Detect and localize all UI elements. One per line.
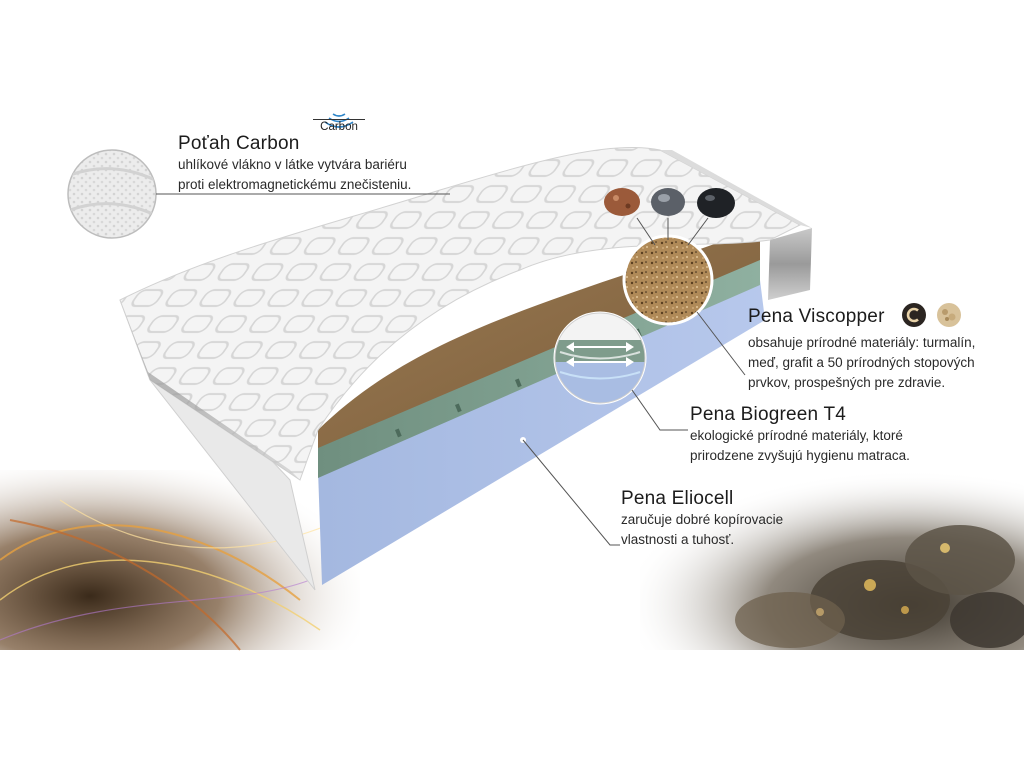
carbon-logo-text: Carbon	[313, 119, 365, 133]
viscopper-line: meď, grafit a 50 prírodných stopových	[748, 355, 975, 370]
viscopper-description: obsahuje prírodné materiály: turmalín, m…	[748, 333, 1023, 393]
eliocell-label: Pena Eliocell zaručuje dobré kopírovacie…	[621, 488, 881, 550]
mineral-rocks-background	[640, 470, 1024, 650]
viscopper-title: Pena Viscopper	[748, 305, 885, 327]
carbon-cover-description: uhlíkové vlákno v látke vytvára bariéru …	[178, 155, 468, 195]
biogreen-label: Pena Biogreen T4 ekologické prírodné mat…	[690, 404, 990, 466]
eliocell-leader	[520, 437, 620, 546]
eliocell-layer	[318, 280, 765, 585]
biogreen-line: prirodzene zvyšujú hygienu matraca.	[690, 448, 910, 463]
biogreen-line: ekologické prírodné materiály, ktoré	[690, 428, 903, 443]
copper-c-icon	[901, 302, 927, 333]
viscopper-line: prvkov, prospešných pre zdravie.	[748, 375, 946, 390]
mineral-sand-icon	[936, 302, 962, 333]
carbon-cover-title: Poťah Carbon	[178, 133, 300, 154]
eliocell-line: vlastnosti a tuhosť.	[621, 532, 735, 547]
carbon-cover-line: proti elektromagnetickému znečisteniu.	[178, 177, 412, 192]
biogreen-description: ekologické prírodné materiály, ktoré pri…	[690, 426, 990, 466]
eliocell-line: zaručuje dobré kopírovacie	[621, 512, 784, 527]
eliocell-title: Pena Eliocell	[621, 488, 734, 509]
viscopper-line: obsahuje prírodné materiály: turmalín,	[748, 335, 976, 350]
mineral-stones-icon	[604, 188, 735, 246]
carbon-cover	[119, 146, 802, 481]
carbon-cover-label: Poťah Carbon uhlíkové vlákno v látke vyt…	[178, 133, 468, 195]
biogreen-title: Pena Biogreen T4	[690, 404, 847, 425]
viscopper-label: Pena Viscopper	[748, 302, 1023, 393]
carbon-cover-line: uhlíkové vlákno v látke vytvára bariéru	[178, 157, 407, 172]
carbon-logo: Carbon	[313, 117, 365, 133]
eliocell-description: zaručuje dobré kopírovacie vlastnosti a …	[621, 510, 881, 550]
carbon-fabric-swatch	[67, 149, 450, 239]
